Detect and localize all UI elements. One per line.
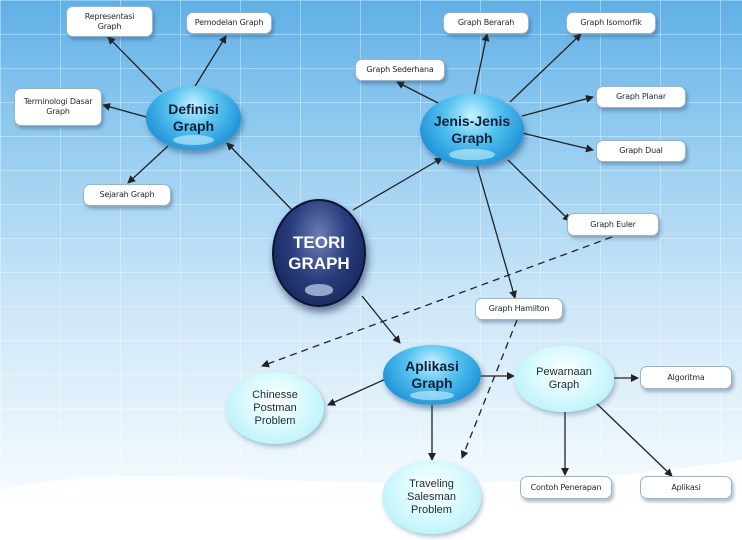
edge-aplikasi-chinese — [327, 377, 389, 406]
box-hamilton-label: Graph Hamilton — [488, 304, 550, 313]
box-graph-hamilton: Graph Hamilton — [475, 298, 563, 320]
box-terminologi-label: Terminologi Dasar Graph — [23, 97, 93, 116]
traveling-salesman-label: Traveling Salesman Problem — [407, 477, 456, 516]
box-representasi-label: Representasi Graph — [84, 11, 135, 31]
edge-definisi-sejarah — [127, 145, 169, 184]
edge-definisi-representasi — [107, 36, 163, 93]
edge-jenis-sederhana — [396, 81, 441, 105]
hub-aplikasi-graph: Aplikasi Graph — [383, 345, 481, 405]
box-isomorfik-label: Graph Isomorfik — [580, 18, 642, 27]
edge-core-definisi — [226, 142, 293, 211]
box-graph-isomorfik: Graph Isomorfik — [566, 12, 656, 34]
box-algoritma: Algoritma — [640, 366, 732, 389]
box-aplikasi: Aplikasi — [640, 476, 732, 499]
edge-jenis-hamilton — [476, 165, 517, 299]
box-representasi-graph: Representasi Graph — [66, 6, 153, 37]
box-algoritma-label: Algoritma — [667, 372, 705, 382]
edge-core-jenis — [352, 157, 443, 211]
box-graph-planar: Graph Planar — [596, 86, 686, 108]
box-terminologi-dasar-graph: Terminologi Dasar Graph — [14, 88, 102, 126]
edge-core-aplikasi — [361, 295, 401, 344]
box-euler-label: Graph Euler — [590, 219, 636, 229]
dashed-hamilton-traveling — [460, 319, 518, 459]
box-aplikasi-label: Aplikasi — [671, 482, 701, 492]
edge-jenis-euler — [507, 159, 571, 222]
edge-jenis-planar — [521, 94, 594, 117]
center-node-label: TEORI GRAPH — [288, 233, 350, 273]
node-traveling-salesman-problem: Traveling Salesman Problem — [382, 460, 481, 534]
box-sejarah-graph: Sejarah Graph — [83, 184, 171, 206]
edge-jenis-isomorfik — [509, 33, 582, 103]
box-sederhana-label: Graph Sederhana — [366, 65, 434, 74]
box-contoh-label: Contoh Penerapan — [530, 482, 602, 492]
edge-jenis-dual — [521, 132, 594, 153]
hub-definisi-label: Definisi Graph — [168, 101, 219, 134]
hub-jenis-jenis-graph: Jenis-Jenis Graph — [420, 94, 524, 166]
box-graph-sederhana: Graph Sederhana — [355, 59, 445, 81]
hub-pewarnaan-label: Pewarnaan Graph — [536, 366, 592, 391]
hub-aplikasi-label: Aplikasi Graph — [405, 358, 459, 391]
box-contoh-penerapan: Contoh Penerapan — [520, 476, 612, 499]
box-planar-label: Graph Planar — [616, 92, 666, 101]
edge-definisi-terminologi — [102, 103, 151, 119]
hub-definisi-graph: Definisi Graph — [146, 86, 241, 150]
hub-jenis-label: Jenis-Jenis Graph — [433, 113, 511, 146]
edge-jenis-berarah — [473, 33, 490, 97]
box-dual-label: Graph Dual — [619, 146, 663, 155]
box-graph-berarah: Graph Berarah — [443, 12, 529, 34]
dashed-euler-chinese — [261, 236, 613, 368]
hub-pewarnaan-graph: Pewarnaan Graph — [514, 346, 614, 412]
center-node-teori-graph: TEORI GRAPH — [272, 199, 366, 307]
box-graph-dual: Graph Dual — [596, 140, 686, 162]
box-graph-euler: Graph Euler — [567, 213, 659, 236]
box-pemodelan-graph: Pemodelan Graph — [186, 12, 272, 34]
box-pemodelan-label: Pemodelan Graph — [194, 18, 264, 27]
node-chinese-postman-problem: Chinesse Postman Problem — [226, 372, 324, 444]
edge-pewarnaan-aplikasi — [595, 402, 673, 477]
edge-definisi-pemodelan — [193, 35, 227, 89]
chinese-postman-label: Chinesse Postman Problem — [252, 388, 298, 427]
box-berarah-label: Graph Berarah — [457, 18, 515, 27]
box-sejarah-label: Sejarah Graph — [99, 190, 155, 199]
